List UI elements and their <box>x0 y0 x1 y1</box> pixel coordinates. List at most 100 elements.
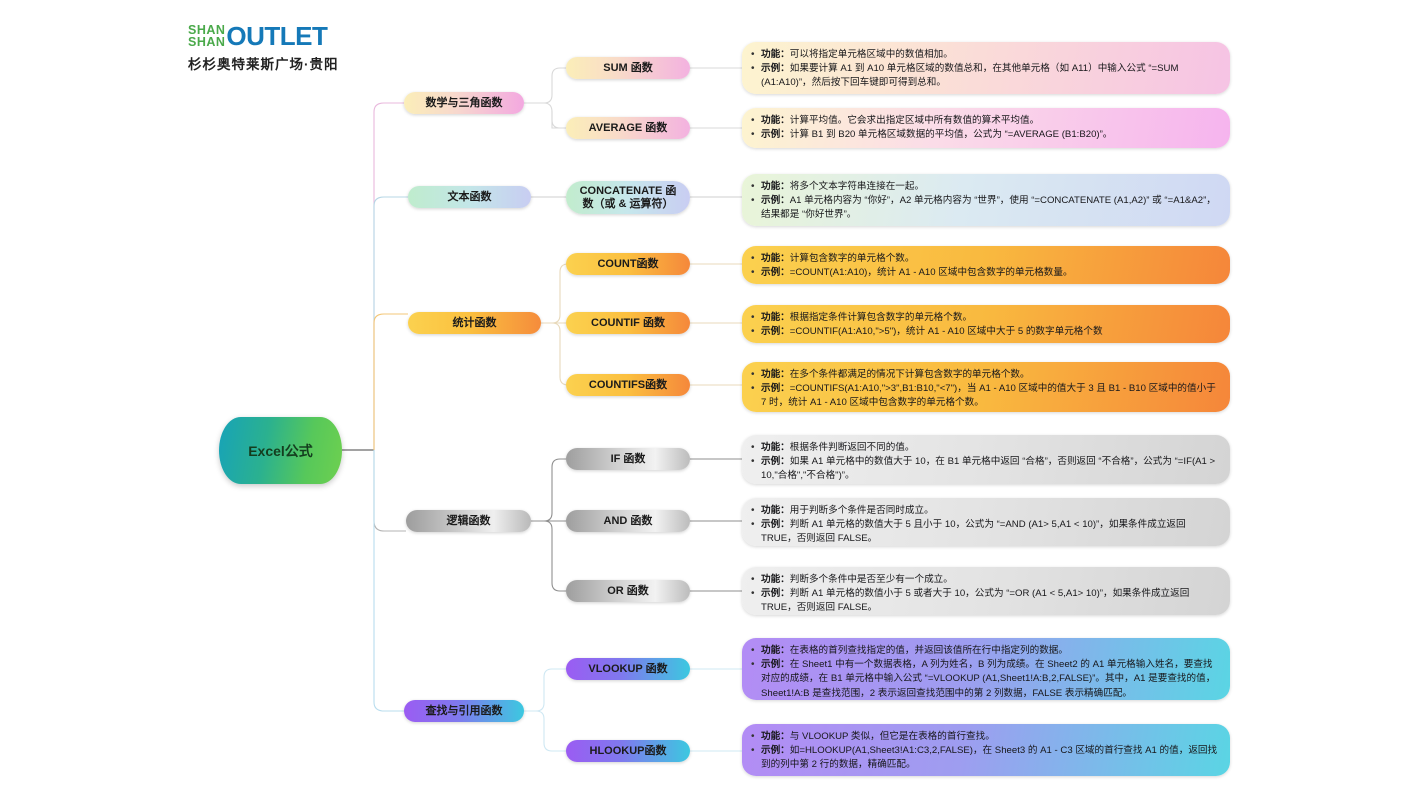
card-and-term-0: 功能： <box>761 505 790 516</box>
card-vlookup-text-1: 在 Sheet1 中有一个数据表格，A 列为姓名，B 列为成绩。在 Sheet2… <box>761 659 1216 699</box>
card-count-line-0: 功能：计算包含数字的单元格个数。 <box>750 251 1220 266</box>
card-hlookup-text-1: 如=HLOOKUP(A1,Sheet3!A1:C3,2,FALSE)，在 She… <box>761 745 1218 771</box>
logo-wordmark: SHAN SHAN OUTLET <box>188 22 338 50</box>
card-if-term-1: 示例： <box>761 456 790 468</box>
leaf-label-countif: COUNTIF 函数 <box>591 317 665 329</box>
branch-label-lookup: 查找与引用函数 <box>425 705 503 717</box>
card-countifs: 功能：在多个条件都满足的情况下计算包含数字的单元格个数。 示例：=COUNTIF… <box>742 362 1230 412</box>
root-node-label: Excel公式 <box>248 442 313 459</box>
card-concatenate-line-1: 示例：A1 单元格内容为 “你好”，A2 单元格内容为 “世界”，使用 “=CO… <box>750 194 1220 222</box>
card-and-text-1: 判断 A1 单元格的数值大于 5 且小于 10，公式为 “=AND (A1> 5… <box>761 519 1186 545</box>
card-countif-line-1: 示例：=COUNTIF(A1:A10,">5")，统计 A1 - A10 区域中… <box>750 325 1220 339</box>
card-vlookup-term-1: 示例： <box>761 659 790 671</box>
card-if: 功能：根据条件判断返回不同的值。 示例：如果 A1 单元格中的数值大于 10，在… <box>742 435 1230 484</box>
card-vlookup-term-0: 功能： <box>761 645 790 656</box>
card-average-text-0: 计算平均值。它会求出指定区域中所有数值的算术平均值。 <box>789 115 1040 126</box>
card-and: 功能：用于判断多个条件是否同时成立。 示例：判断 A1 单元格的数值大于 5 且… <box>742 498 1230 546</box>
logo-shan-stack: SHAN SHAN <box>188 22 226 49</box>
leaf-label-hlookup: HLOOKUP函数 <box>589 745 667 757</box>
card-concatenate-text-0: 将多个文本字符串连接在一起。 <box>789 181 925 192</box>
leaf-node-vlookup[interactable]: VLOOKUP 函数 <box>566 658 690 680</box>
card-countif-term-1: 示例： <box>761 326 790 338</box>
branch-label-stat: 统计函数 <box>452 317 497 329</box>
card-count-text-1: =COUNT(A1:A10)，统计 A1 - A10 区域中包含数字的单元格数量… <box>789 267 1073 279</box>
card-or-line-1: 示例：判断 A1 单元格的数值小于 5 或者大于 10，公式为 “=OR (A1… <box>750 587 1220 615</box>
card-count: 功能：计算包含数字的单元格个数。 示例：=COUNT(A1:A10)，统计 A1… <box>742 246 1230 284</box>
leaf-label-if: IF 函数 <box>610 453 646 465</box>
card-concatenate-term-1: 示例： <box>761 195 790 207</box>
card-hlookup-term-1: 示例： <box>761 745 790 757</box>
card-or: 功能：判断多个条件中是否至少有一个成立。 示例：判断 A1 单元格的数值小于 5… <box>742 567 1230 615</box>
card-or-term-0: 功能： <box>761 574 790 585</box>
branch-label-math: 数学与三角函数 <box>425 97 503 109</box>
branch-node-text[interactable]: 文本函数 <box>408 186 531 208</box>
leaf-label-average: AVERAGE 函数 <box>588 122 668 134</box>
card-countif: 功能：根据指定条件计算包含数字的单元格个数。 示例：=COUNTIF(A1:A1… <box>742 305 1230 343</box>
card-concatenate-term-0: 功能： <box>761 181 790 192</box>
card-countif-term-0: 功能： <box>761 312 790 323</box>
leaf-label-and: AND 函数 <box>603 515 653 527</box>
logo-subtitle: 杉杉奥特莱斯广场·贵阳 <box>188 57 339 72</box>
logo-shan-line1: SHAN <box>188 22 226 37</box>
card-hlookup-line-1: 示例：如=HLOOKUP(A1,Sheet3!A1:C3,2,FALSE)，在 … <box>750 744 1220 772</box>
card-vlookup-text-0: 在表格的首列查找指定的值，并返回该值所在行中指定列的数据。 <box>789 645 1068 656</box>
card-sum-term-0: 功能： <box>761 49 790 60</box>
logo-shan-line2: SHAN <box>188 35 226 49</box>
card-average-line-1: 示例：计算 B1 到 B20 单元格区域数据的平均值，公式为 “=AVERAGE… <box>750 128 1220 142</box>
leaf-node-countifs[interactable]: COUNTIFS函数 <box>566 374 690 396</box>
card-hlookup-text-0: 与 VLOOKUP 类似，但它是在表格的首行查找。 <box>789 731 995 742</box>
leaf-node-average[interactable]: AVERAGE 函数 <box>566 117 690 139</box>
card-vlookup: 功能：在表格的首列查找指定的值，并返回该值所在行中指定列的数据。 示例：在 Sh… <box>742 638 1230 700</box>
root-node-excel-formulas[interactable]: Excel公式 <box>219 417 342 484</box>
card-average: 功能：计算平均值。它会求出指定区域中所有数值的算术平均值。 示例：计算 B1 到… <box>742 108 1230 148</box>
card-countifs-term-0: 功能： <box>761 369 790 380</box>
card-or-line-0: 功能：判断多个条件中是否至少有一个成立。 <box>750 572 1220 587</box>
card-countifs-line-0: 功能：在多个条件都满足的情况下计算包含数字的单元格个数。 <box>750 367 1220 382</box>
card-countif-text-1: =COUNTIF(A1:A10,">5")，统计 A1 - A10 区域中大于 … <box>789 326 1103 338</box>
branch-node-logic[interactable]: 逻辑函数 <box>406 510 531 532</box>
branch-node-math[interactable]: 数学与三角函数 <box>404 92 524 114</box>
card-average-term-1: 示例： <box>761 129 790 141</box>
branch-label-text: 文本函数 <box>447 191 492 203</box>
leaf-node-and[interactable]: AND 函数 <box>566 510 690 532</box>
leaf-label-countifs: COUNTIFS函数 <box>588 379 668 391</box>
card-countif-line-0: 功能：根据指定条件计算包含数字的单元格个数。 <box>750 310 1220 325</box>
card-sum-line-1: 示例：如果要计算 A1 到 A10 单元格区域的数值总和，在其他单元格（如 A1… <box>750 62 1220 90</box>
branch-node-stat[interactable]: 统计函数 <box>408 312 541 334</box>
card-sum-text-1: 如果要计算 A1 到 A10 单元格区域的数值总和，在其他单元格（如 A11）中… <box>761 63 1179 89</box>
card-or-text-1: 判断 A1 单元格的数值小于 5 或者大于 10，公式为 “=OR (A1 < … <box>761 588 1190 614</box>
leaf-label-sum: SUM 函数 <box>603 62 653 74</box>
card-if-text-0: 根据条件判断返回不同的值。 <box>789 442 915 453</box>
card-average-term-0: 功能： <box>761 115 790 126</box>
card-hlookup-line-0: 功能：与 VLOOKUP 类似，但它是在表格的首行查找。 <box>750 729 1220 744</box>
branch-label-logic: 逻辑函数 <box>446 515 491 527</box>
leaf-label-concatenate: CONCATENATE 函数（或 & 运算符） <box>579 185 677 210</box>
leaf-node-sum[interactable]: SUM 函数 <box>566 57 690 79</box>
card-sum-term-1: 示例： <box>761 63 790 75</box>
leaf-node-concatenate[interactable]: CONCATENATE 函数（或 & 运算符） <box>566 181 690 214</box>
card-concatenate-line-0: 功能：将多个文本字符串连接在一起。 <box>750 179 1220 194</box>
leaf-label-vlookup: VLOOKUP 函数 <box>588 663 668 675</box>
card-vlookup-line-0: 功能：在表格的首列查找指定的值，并返回该值所在行中指定列的数据。 <box>750 643 1220 658</box>
leaf-node-if[interactable]: IF 函数 <box>566 448 690 470</box>
leaf-node-hlookup[interactable]: HLOOKUP函数 <box>566 740 690 762</box>
leaf-node-count[interactable]: COUNT函数 <box>566 253 690 275</box>
card-countif-text-0: 根据指定条件计算包含数字的单元格个数。 <box>789 312 973 323</box>
card-hlookup-term-0: 功能： <box>761 731 790 742</box>
card-countifs-text-0: 在多个条件都满足的情况下计算包含数字的单元格个数。 <box>789 369 1030 380</box>
leaf-node-or[interactable]: OR 函数 <box>566 580 690 602</box>
card-count-term-1: 示例： <box>761 267 790 279</box>
card-if-term-0: 功能： <box>761 442 790 453</box>
card-sum-text-0: 可以将指定单元格区域中的数值相加。 <box>789 49 953 60</box>
leaf-node-countif[interactable]: COUNTIF 函数 <box>566 312 690 334</box>
card-if-line-1: 示例：如果 A1 单元格中的数值大于 10，在 B1 单元格中返回 “合格”，否… <box>750 455 1220 483</box>
card-if-text-1: 如果 A1 单元格中的数值大于 10，在 B1 单元格中返回 “合格”，否则返回… <box>761 456 1216 482</box>
card-sum: 功能：可以将指定单元格区域中的数值相加。 示例：如果要计算 A1 到 A10 单… <box>742 42 1230 94</box>
branch-node-lookup[interactable]: 查找与引用函数 <box>404 700 524 722</box>
card-count-line-1: 示例：=COUNT(A1:A10)，统计 A1 - A10 区域中包含数字的单元… <box>750 266 1220 280</box>
card-concatenate-text-1: A1 单元格内容为 “你好”，A2 单元格内容为 “世界”，使用 “=CONCA… <box>761 195 1216 221</box>
card-vlookup-line-1: 示例：在 Sheet1 中有一个数据表格，A 列为姓名，B 列为成绩。在 She… <box>750 658 1220 700</box>
card-concatenate: 功能：将多个文本字符串连接在一起。 示例：A1 单元格内容为 “你好”，A2 单… <box>742 174 1230 226</box>
leaf-label-or: OR 函数 <box>607 585 649 597</box>
